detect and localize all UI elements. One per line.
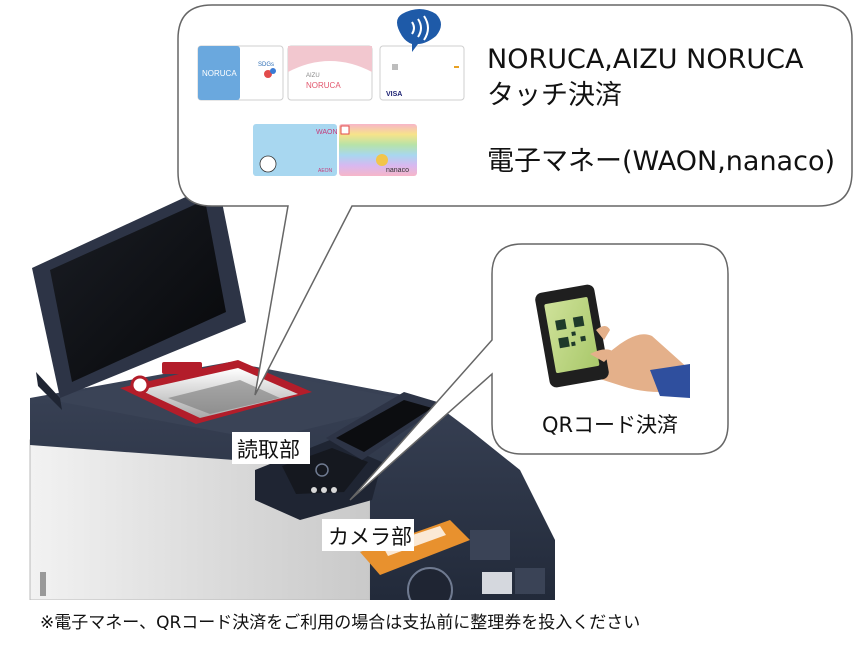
- contactless-icon: [397, 9, 441, 52]
- nanaco-character-icon: [376, 154, 388, 166]
- qr-code-icon: [555, 315, 587, 349]
- aizu-label: AIZU: [306, 73, 320, 79]
- reader-label: 読取部: [237, 438, 300, 462]
- camera-label: カメラ部: [328, 525, 412, 549]
- qr-payment-label: QRコード決済: [542, 413, 678, 437]
- machine-side-slot: [40, 572, 46, 596]
- aizu-noruca-card: AIZU NORUCA: [287, 45, 373, 101]
- payment-method-touch: タッチ決済: [487, 80, 622, 111]
- visa-logo: VISA: [386, 91, 402, 98]
- visa-touch-card: VISA: [379, 9, 465, 101]
- payment-method-noruca: NORUCA,AIZU NORUCA: [487, 44, 804, 75]
- nanaco-logo: nanaco: [386, 167, 409, 174]
- waon-logo: WAON: [316, 129, 338, 136]
- noruca-card-logo: NORUCA: [202, 69, 237, 78]
- camera-label-box: カメラ部: [322, 519, 414, 551]
- payment-method-emoney: 電子マネー(WAON,nanaco): [487, 146, 835, 177]
- hand-with-phone: [535, 284, 690, 398]
- no-coins-sign: [130, 375, 150, 395]
- camera-unit: [326, 392, 444, 460]
- reader-indicator-icon: [315, 463, 329, 477]
- footnote: ※電子マネー、QRコード決済をご利用の場合は支払前に整理券を投入ください: [40, 613, 640, 633]
- aizu-noruca-logo: NORUCA: [306, 81, 341, 90]
- reader-label-box: 読取部: [232, 432, 310, 464]
- waon-card: WAON AEON: [253, 124, 338, 176]
- aeon-logo: AEON: [318, 168, 333, 174]
- callout-qr: QRコード決済: [349, 243, 729, 501]
- sdgs-logo: SDGs: [258, 62, 274, 68]
- machine-display: [32, 182, 246, 410]
- callout-top: NORUCA SDGs AIZU NORUCA VISA: [177, 4, 853, 396]
- nanaco-card: nanaco: [339, 124, 417, 176]
- waon-dog-icon: [259, 155, 277, 173]
- noruca-card: NORUCA SDGs: [197, 45, 284, 101]
